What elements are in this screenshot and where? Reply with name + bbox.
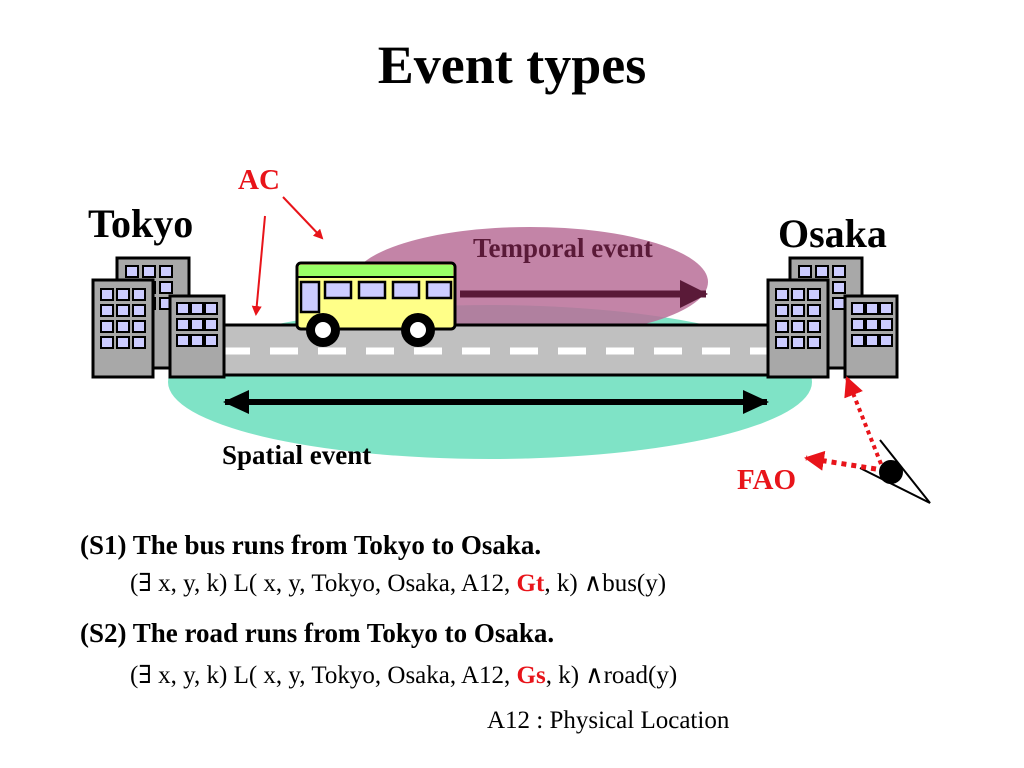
- formula-key-gs: Gs: [516, 662, 546, 689]
- footnote: A12 : Physical Location: [487, 707, 730, 734]
- fao-arrow-label: [804, 450, 877, 472]
- page-title: Event types: [377, 35, 647, 95]
- spatial-event-label: Spatial event: [222, 440, 372, 470]
- statement-1-heading: (S1) The bus runs from Tokyo to Osaka.: [80, 530, 542, 560]
- formula-key-gt: Gt: [516, 570, 545, 597]
- tokyo-buildings: [91, 256, 226, 379]
- ac-label: AC: [238, 164, 280, 196]
- statement-2-heading: (S2) The road runs from Tokyo to Osaka.: [80, 618, 555, 648]
- eye-icon: [859, 439, 931, 504]
- statement-2-formula: (∃ x, y, k) L( x, y, Tokyo, Osaka, A12, …: [130, 662, 678, 689]
- osaka-buildings: [766, 256, 899, 379]
- road: [203, 323, 782, 377]
- fao-label: FAO: [737, 464, 797, 496]
- temporal-event-label: Temporal event: [473, 233, 653, 263]
- ac-arrow-bus: [282, 196, 324, 240]
- statement-1-formula: (∃ x, y, k) L( x, y, Tokyo, Osaka, A12, …: [130, 570, 667, 597]
- bus: [295, 261, 457, 347]
- city-label-osaka: Osaka: [778, 211, 887, 256]
- fao-arrow-building: [844, 376, 883, 465]
- city-label-tokyo: Tokyo: [88, 201, 194, 246]
- ac-arrow-road: [251, 215, 266, 316]
